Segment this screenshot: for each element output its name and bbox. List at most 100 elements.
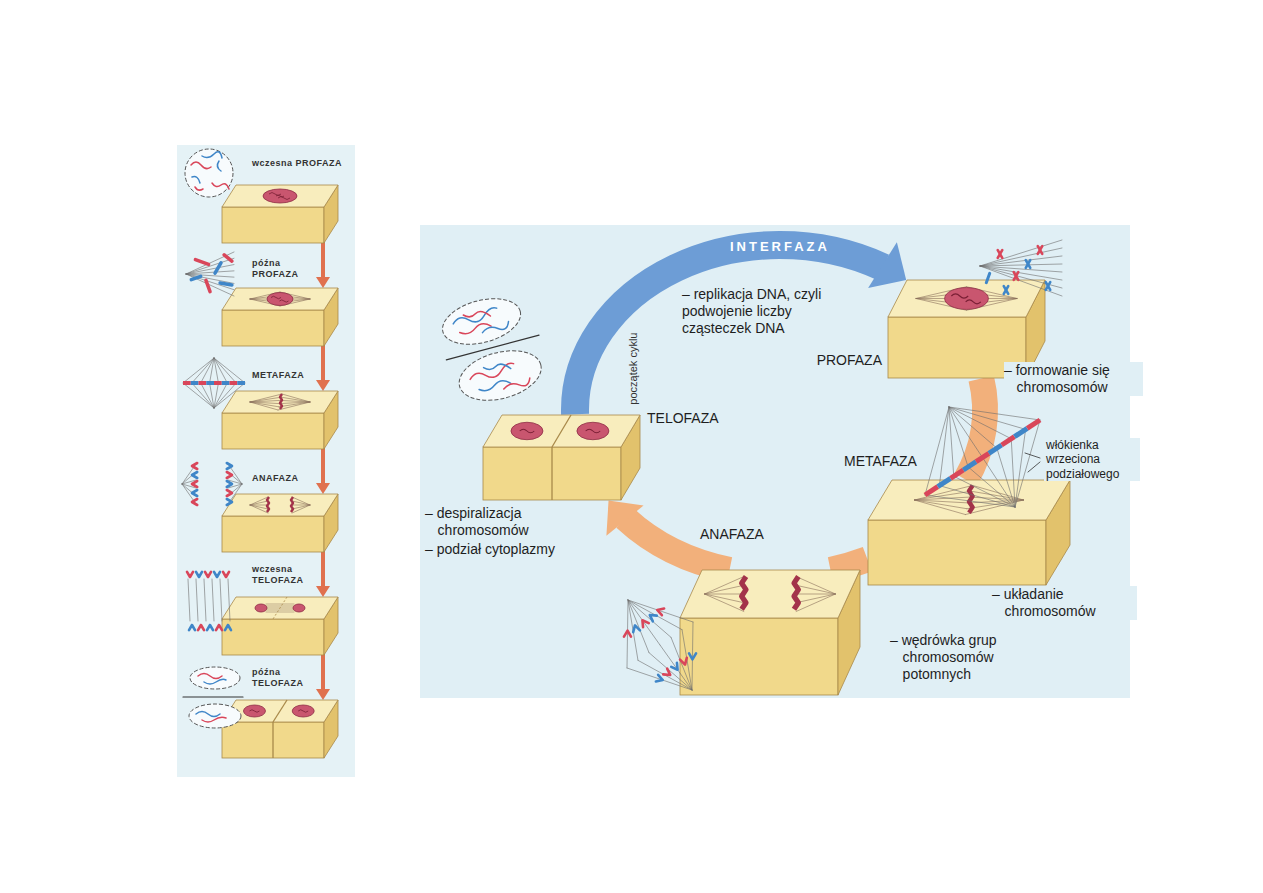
spindle-fiber [796, 594, 835, 595]
note-text: – replikacja DNA, czyli podwojenie liczb… [680, 286, 844, 336]
spindle-fiber [266, 606, 294, 607]
cell-node: METAFAZA [222, 391, 338, 449]
inset-figure [182, 463, 242, 505]
nucleus [945, 288, 989, 310]
chromosome [671, 663, 677, 670]
chromosome [214, 572, 220, 577]
cell-illustration [222, 700, 338, 758]
cell-top [222, 494, 338, 516]
chromosome [206, 381, 214, 385]
chromatin-thread [198, 674, 222, 679]
chromosome [657, 609, 664, 616]
chromosome [196, 572, 202, 577]
cell-box [222, 288, 338, 346]
inset-figure [185, 149, 233, 197]
spindle-fiber [210, 383, 214, 408]
spindle-fiber [186, 252, 234, 274]
chromosome [650, 615, 657, 621]
spindle-fiber [980, 256, 1062, 266]
spindle-fiber [705, 594, 744, 595]
chromatin-thread [191, 162, 211, 169]
cell-box [680, 570, 860, 695]
chromatin-thread [195, 187, 203, 190]
cell-illustration [222, 597, 338, 655]
chromosome [227, 472, 232, 478]
arrowhead [316, 586, 330, 597]
phase-note: – wędrówka grup chromosomów potomnych [890, 632, 1023, 682]
chromatin [966, 300, 981, 304]
cell-node: METAFAZA– układanie chromosomów [868, 480, 1070, 585]
spindle-fiber [939, 486, 1015, 507]
cell-outline [190, 667, 240, 689]
chromatin [278, 197, 290, 200]
spindle-fiber [186, 274, 234, 296]
chromosome [986, 273, 989, 282]
spindle-fiber [250, 505, 268, 513]
cell-node: PROFAZA– formowanie się chromosomów [888, 280, 1045, 378]
spindle-fiber [649, 653, 692, 690]
arrow-shaft [321, 346, 325, 381]
chromosome [237, 381, 245, 385]
spindle-fiber [250, 505, 268, 509]
cycle-arrow [575, 242, 906, 414]
spindle-fiber [250, 394, 282, 402]
cell-node: późna TELOFAZA [222, 700, 338, 758]
cell-illustration [680, 570, 860, 695]
spindle-fiber [949, 407, 983, 458]
step-arrow [316, 655, 330, 700]
spindle-fiber [980, 240, 1062, 266]
phase-name: ANAFAZA [252, 473, 299, 484]
spindle-fiber [949, 407, 1040, 420]
spindle-fiber [627, 600, 628, 668]
arrowhead [606, 500, 643, 535]
cell-front [222, 619, 324, 655]
chromosome [1014, 428, 1027, 436]
chromosome [1027, 420, 1040, 428]
chromosome [205, 572, 211, 577]
chromosome [230, 381, 238, 385]
chromosome [225, 625, 231, 630]
cell-node: późna PROFAZA [222, 288, 338, 346]
cell-box [483, 415, 640, 500]
chromosome [192, 490, 197, 496]
arrow-shaft [321, 655, 325, 690]
cell-node: ANAFAZA– wędrówka grup chromosomów potom… [680, 570, 860, 695]
chromosome [1002, 437, 1015, 445]
chromatin-thread [478, 379, 510, 393]
chromosome [1004, 286, 1009, 294]
spindle-fiber [214, 383, 236, 408]
cell-plate [273, 597, 287, 619]
cell-front [868, 520, 1046, 585]
chromosome [1038, 246, 1043, 254]
chromatin-thread [204, 679, 226, 684]
spindle-fiber [980, 266, 1062, 280]
spindle-fiber [192, 358, 214, 383]
spindle-fiber [250, 497, 268, 505]
step-arrow [316, 449, 330, 494]
nucleus [263, 189, 297, 203]
inset-figure [980, 240, 1062, 296]
cell-box [868, 480, 1070, 585]
cell-front [222, 207, 324, 243]
cell-wall [273, 700, 287, 722]
spindle-fiber [201, 383, 214, 408]
chromosome [1026, 260, 1031, 268]
chromosome [680, 658, 687, 665]
chromosome [199, 381, 207, 385]
cell-front [222, 722, 324, 758]
chromatin [249, 710, 259, 713]
cell-box [222, 597, 338, 655]
chromosome [633, 625, 640, 632]
cell-outline [185, 149, 233, 197]
chromosome [198, 625, 204, 630]
inset-figure [624, 600, 696, 690]
spindle-fiber [188, 579, 190, 621]
spindle-fiber [627, 668, 692, 690]
chromosome [976, 453, 989, 461]
chromatin-thread [469, 362, 516, 383]
chromosome [207, 625, 213, 630]
chromosome [656, 675, 663, 682]
chromosome [938, 478, 951, 486]
spindle-fiber [210, 358, 214, 383]
arrowhead [316, 689, 330, 700]
